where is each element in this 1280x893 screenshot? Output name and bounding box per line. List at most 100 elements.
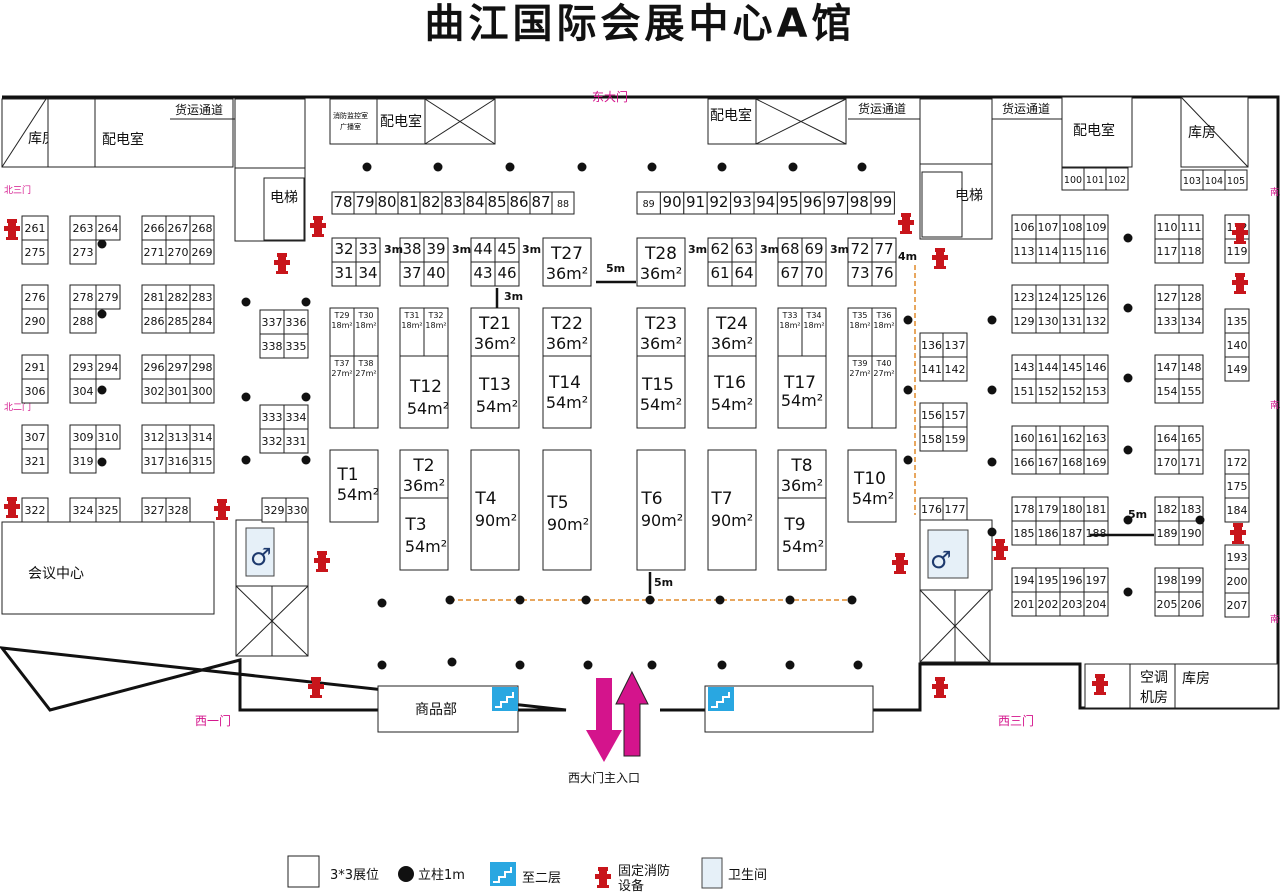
- booth-337: [259, 309, 285, 335]
- booth-69: [801, 237, 827, 263]
- booth-label: T3: [404, 515, 426, 535]
- booth-number: 296: [144, 361, 165, 374]
- pillar-icon: [301, 392, 311, 402]
- booth-number: 177: [945, 503, 966, 516]
- booth-number: 97: [826, 193, 845, 211]
- booth-33: [355, 237, 381, 263]
- booth-size: 18m²: [355, 321, 376, 330]
- booth-number: 131: [1062, 315, 1083, 328]
- booth-number: 149: [1227, 363, 1248, 376]
- booth-number: 156: [921, 409, 942, 422]
- booth-317: [141, 448, 167, 474]
- pillar-icon: [717, 660, 727, 670]
- booth-196: [1059, 567, 1085, 593]
- booth-127: [1154, 284, 1180, 310]
- fire-hydrant-icon: [1230, 523, 1246, 544]
- booth-T37: [329, 355, 355, 429]
- pillar-icon: [447, 657, 457, 667]
- booth-number: 183: [1181, 503, 1202, 516]
- booth-number: 96: [803, 193, 822, 211]
- pillar-icon: [581, 595, 591, 605]
- booth-number: 86: [509, 193, 528, 211]
- booth-number: 134: [1181, 315, 1202, 328]
- booth-275: [21, 239, 49, 265]
- booth-number: 310: [98, 431, 119, 444]
- booth-137: [942, 332, 968, 358]
- booth-number: 80: [377, 193, 396, 211]
- booth-number: 170: [1157, 456, 1178, 469]
- booth-number: 63: [734, 240, 753, 258]
- fire-hydrant-icon: [992, 539, 1008, 560]
- booth-number: 307: [25, 431, 46, 444]
- booth-number: 45: [497, 240, 516, 258]
- booth-T9: [777, 497, 827, 571]
- conference-center: [1, 521, 215, 615]
- booth-size: 36m²: [546, 264, 588, 283]
- fire-hydrant-icon: [595, 867, 611, 888]
- pillar-icon: [1123, 233, 1133, 243]
- booth-number: 279: [98, 291, 119, 304]
- pillar-icon: [1123, 515, 1133, 525]
- storage-label: 库房: [1182, 671, 1210, 687]
- booth-number: 88: [557, 199, 569, 210]
- door-west-one: 西一门: [195, 713, 231, 728]
- booth-207: [1224, 592, 1250, 618]
- booth-number: 178: [1014, 503, 1035, 516]
- booth-number: 313: [168, 431, 189, 444]
- booth-number: 91: [686, 193, 705, 211]
- booth-286: [141, 308, 167, 334]
- booth-number: 141: [921, 363, 942, 376]
- booth-132: [1083, 308, 1109, 334]
- booth-T36: [871, 307, 897, 357]
- pillar-icon: [301, 297, 311, 307]
- booth-140: [1224, 332, 1250, 358]
- power-room-ne2: [1061, 96, 1133, 168]
- booth-number: 196: [1062, 574, 1083, 587]
- booth-number: 46: [497, 264, 516, 282]
- booth-number: 337: [262, 316, 283, 329]
- booth-number: 70: [804, 264, 823, 282]
- booth-188: [1083, 520, 1109, 546]
- booth-number: 152: [1062, 385, 1083, 398]
- booth-128: [1178, 284, 1204, 310]
- booth-number: 328: [168, 504, 189, 517]
- booth-T33: [777, 307, 803, 357]
- booth-266: [141, 215, 167, 241]
- booth-number: 124: [1038, 291, 1059, 304]
- booth-301: [165, 378, 191, 404]
- booth-T10: [847, 449, 897, 523]
- booth-number: 78: [333, 193, 352, 211]
- booth-label: T7: [710, 489, 732, 509]
- booth-number: 301: [168, 385, 189, 398]
- pillar-icon: [241, 392, 251, 402]
- booth-332: [259, 428, 285, 454]
- stairs-icon: [489, 861, 517, 887]
- booth-size: 54m²: [337, 485, 379, 504]
- booth-number: 201: [1014, 598, 1035, 611]
- booth-number: 300: [192, 385, 213, 398]
- booth-number: 324: [73, 504, 94, 517]
- booth-171: [1178, 449, 1204, 475]
- booth-label: T40: [875, 359, 891, 368]
- booth-135: [1224, 308, 1250, 334]
- pillar-icon: [1195, 515, 1205, 525]
- booth-number: 290: [25, 315, 46, 328]
- gap-label: 5m: [606, 262, 625, 275]
- booth-number: 271: [144, 246, 165, 259]
- cargo-label: 货运通道: [175, 102, 223, 117]
- booth-number: 297: [168, 361, 189, 374]
- booth-282: [165, 284, 191, 310]
- booth-314: [189, 424, 215, 450]
- booth-321: [21, 448, 49, 474]
- pillar-icon: [505, 162, 515, 172]
- booth-T34: [801, 307, 827, 357]
- booth-number: 92: [709, 193, 728, 211]
- booth-number: 184: [1227, 504, 1248, 517]
- door-south-three: 南三门: [1270, 186, 1280, 198]
- booth-number: 294: [98, 361, 119, 374]
- booth-204: [1083, 591, 1109, 617]
- booth-number: 304: [73, 385, 94, 398]
- gap-label: 3m: [384, 243, 403, 256]
- booth-T22: [542, 307, 592, 357]
